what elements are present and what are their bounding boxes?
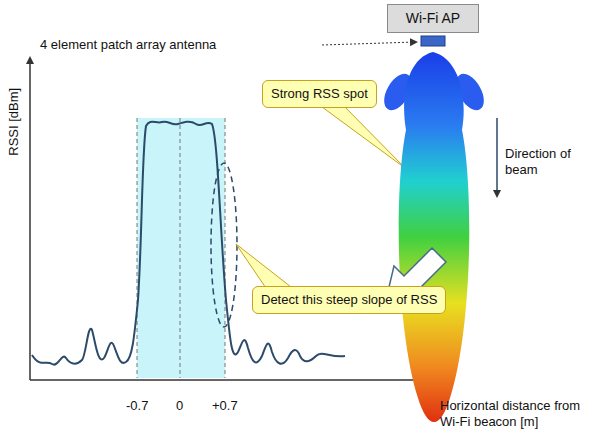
- access-point-box: Wi-Fi AP: [387, 4, 479, 33]
- direction-arrow: [496, 118, 498, 196]
- strong-zone: [137, 118, 225, 378]
- rss-curve: [32, 122, 345, 365]
- antenna-label: 4 element patch array antenna: [40, 37, 216, 53]
- box-text: Strong RSS spot: [271, 86, 368, 102]
- box-text: Detect this steep slope of RSS: [261, 292, 437, 308]
- tick-label: +0.7: [212, 398, 238, 414]
- callout-box: Detect this steep slope of RSS: [252, 286, 446, 314]
- tick-label: -0.7: [126, 398, 148, 414]
- slope-highlight: [211, 163, 237, 327]
- callout-tail: [318, 104, 405, 168]
- leader-line: [322, 42, 416, 45]
- axes: [30, 58, 452, 380]
- tick-label: 0: [176, 398, 183, 414]
- patch-antenna: [421, 36, 445, 46]
- box-text: Wi-Fi AP: [396, 10, 470, 27]
- callout-box: Strong RSS spot: [262, 80, 377, 108]
- beam-direction-label: Direction of beam: [505, 146, 585, 177]
- beam-lobe: [399, 52, 470, 422]
- axis-title: RSSI [dBm]: [6, 88, 22, 156]
- axis-title: Horizontal distance from Wi-Fi beacon [m…: [440, 398, 585, 429]
- guide-lines: [137, 118, 225, 378]
